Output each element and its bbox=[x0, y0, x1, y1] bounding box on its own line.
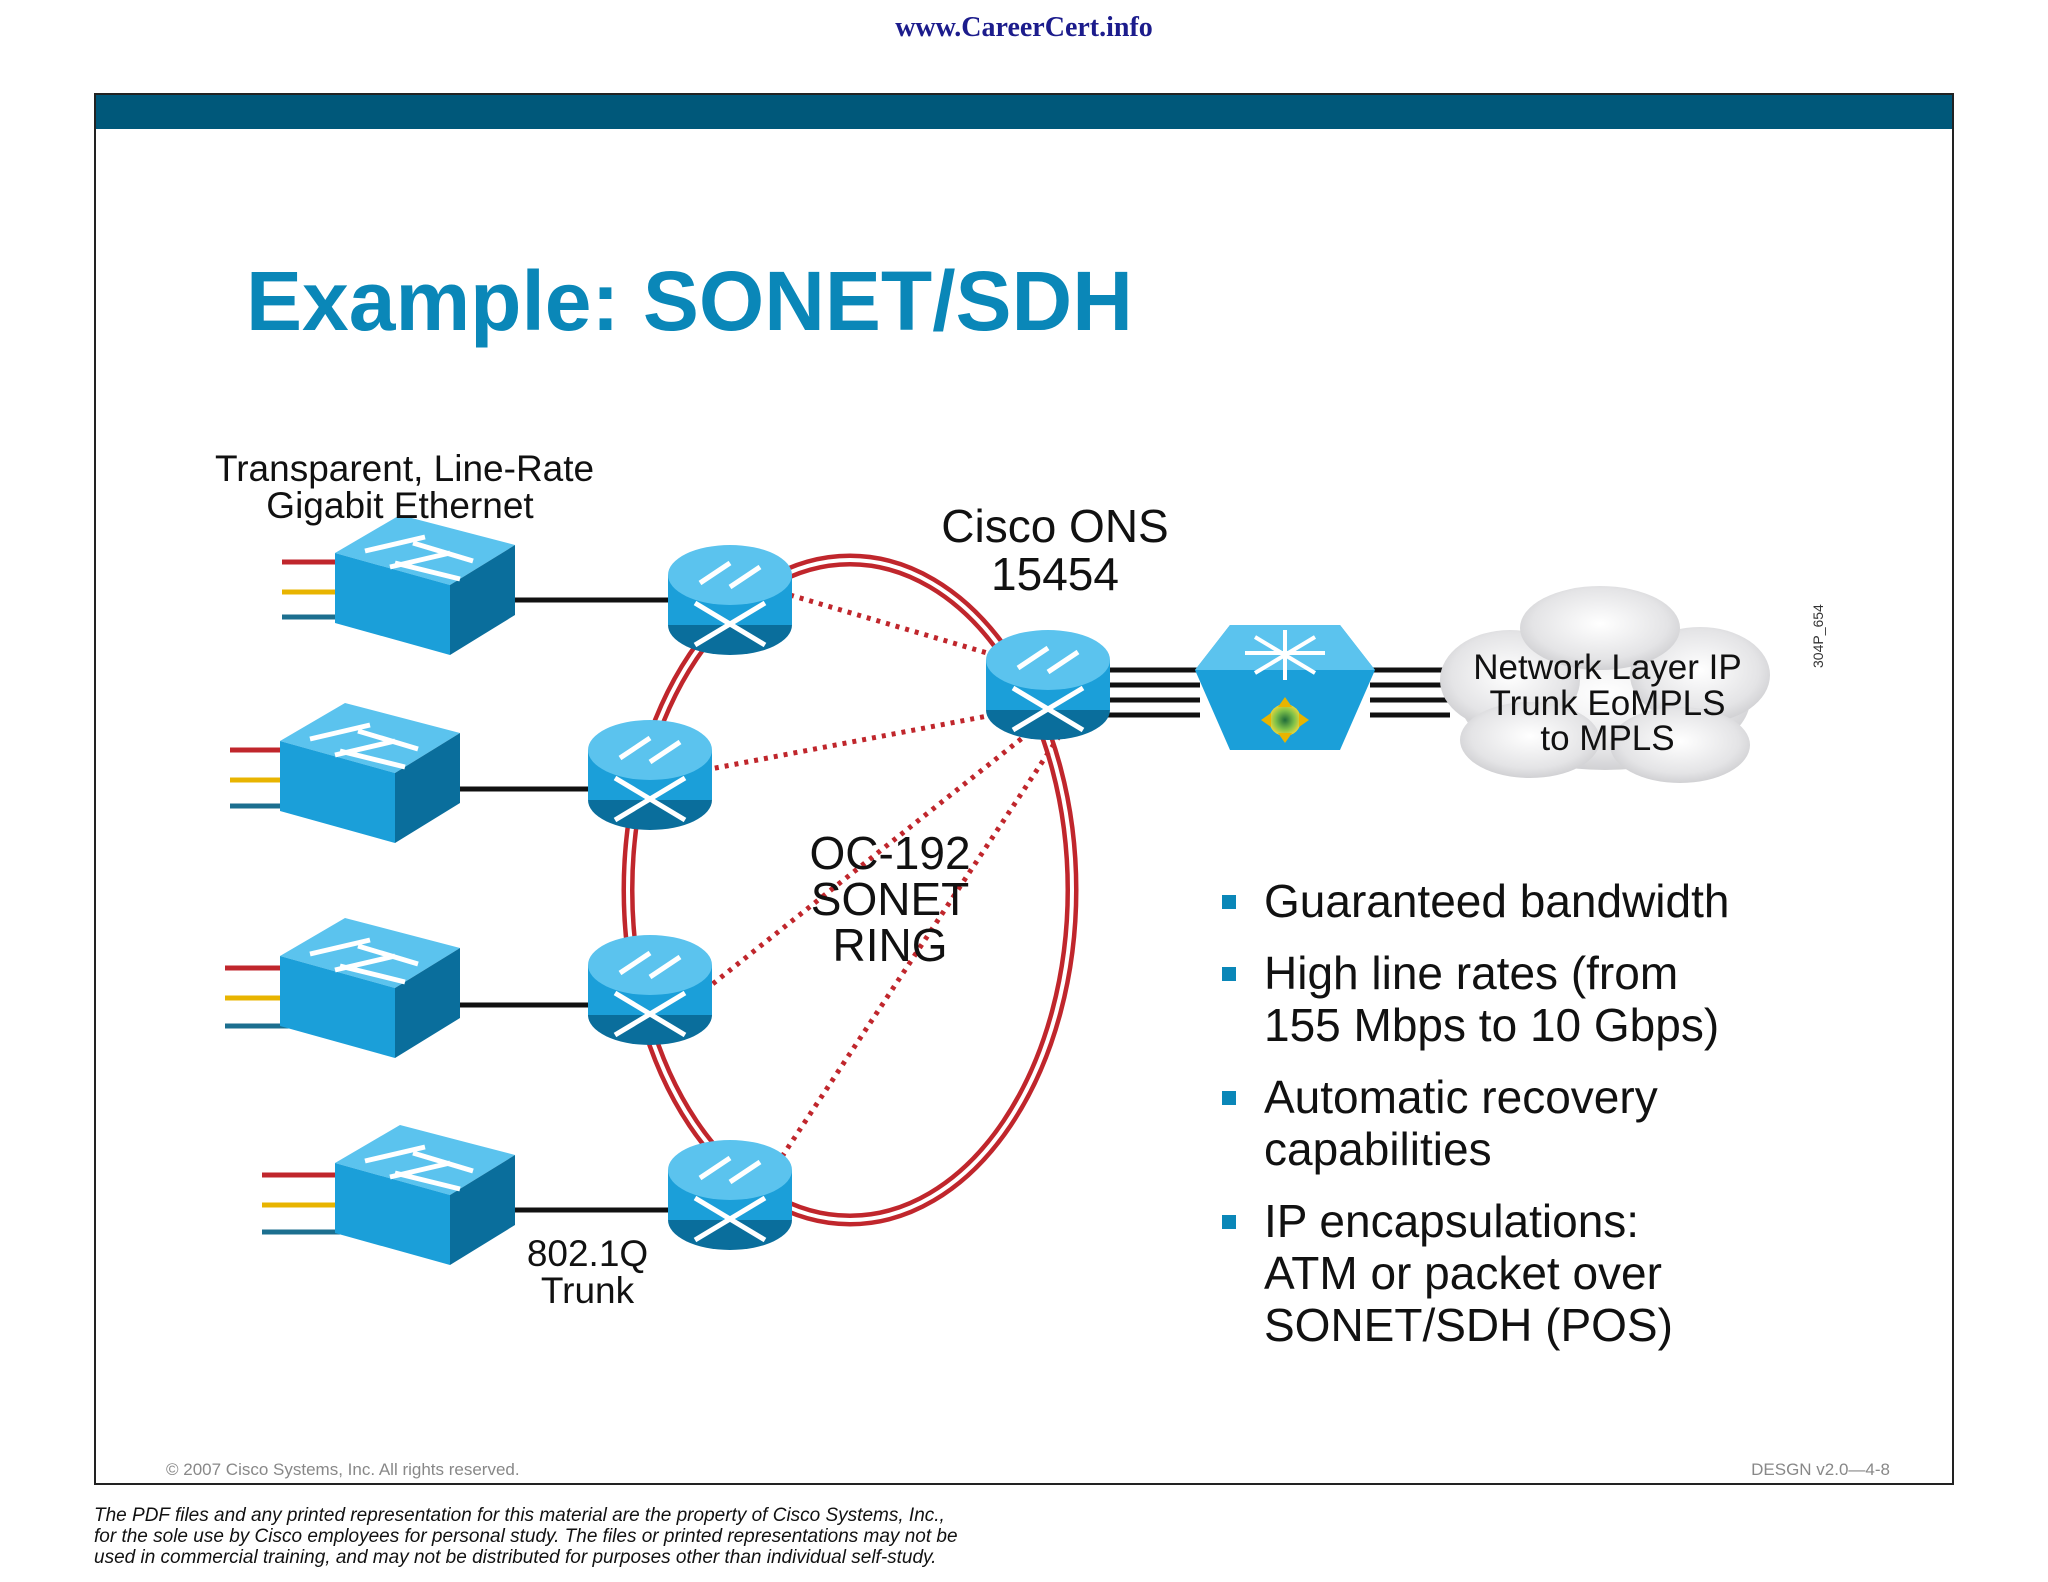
atm-mpls-switch-icon bbox=[1195, 625, 1375, 750]
cloud-label-line1: Network Layer IP bbox=[1473, 648, 1742, 687]
sonet-ring bbox=[621, 553, 1079, 1227]
copyright-footer: © 2007 Cisco Systems, Inc. All rights re… bbox=[166, 1460, 520, 1479]
disclaimer-line3: used in commercial training, and may not… bbox=[94, 1547, 937, 1568]
bullet-line: Guaranteed bandwidth bbox=[1264, 875, 1730, 927]
ring-label-line3: RING bbox=[832, 919, 948, 971]
bullet-item: High line rates (from 155 Mbps to 10 Gbp… bbox=[1220, 947, 1780, 1051]
bullet-item: Guaranteed bandwidth bbox=[1220, 875, 1780, 927]
tail-group-3 bbox=[225, 965, 290, 1029]
bullet-square-icon bbox=[1222, 1091, 1236, 1105]
workgroup-switch-icon bbox=[335, 515, 515, 655]
course-code-footer: DESGN v2.0—4-8 bbox=[1751, 1460, 1890, 1479]
workgroup-switch-icon bbox=[335, 1125, 515, 1265]
figure-code: 304P_654 bbox=[1810, 604, 1826, 668]
bullet-line: Automatic recovery bbox=[1264, 1071, 1658, 1123]
ons-label: Cisco ONS 15454 bbox=[915, 502, 1195, 599]
router-icon bbox=[588, 935, 712, 1045]
ons-router-icon bbox=[986, 630, 1110, 740]
bullet-square-icon bbox=[1222, 895, 1236, 909]
router-icon bbox=[668, 545, 792, 655]
bullet-line: ATM or packet over bbox=[1264, 1247, 1662, 1299]
bullet-item: IP encapsulations: ATM or packet over SO… bbox=[1220, 1195, 1780, 1351]
trunk-label-line1: 802.1Q bbox=[526, 1233, 649, 1274]
bullet-line: SONET/SDH (POS) bbox=[1264, 1299, 1673, 1351]
ethernet-tails bbox=[225, 559, 345, 1235]
bullet-item: Automatic recovery capabilities bbox=[1220, 1071, 1780, 1175]
bullet-line: 155 Mbps to 10 Gbps) bbox=[1264, 999, 1720, 1051]
ethernet-label-line2: Gigabit Ethernet bbox=[266, 485, 534, 526]
cloud-label-line3: to MPLS bbox=[1540, 719, 1675, 759]
bullet-list: Guaranteed bandwidth High line rates (fr… bbox=[1220, 875, 1780, 1371]
trunk-label: 802.1Q Trunk bbox=[500, 1235, 675, 1309]
ons-uplinks bbox=[1105, 667, 1450, 718]
switch-router-links bbox=[450, 597, 680, 1213]
ethernet-label-line1: Transparent, Line-Rate bbox=[215, 448, 595, 489]
bullet-line: capabilities bbox=[1264, 1123, 1492, 1175]
slide-header-bar bbox=[96, 95, 1952, 129]
ring-label-line2: SONET bbox=[810, 873, 970, 925]
cloud-icon bbox=[1440, 586, 1770, 783]
trunk-label-line2: Trunk bbox=[540, 1270, 635, 1311]
bullet-line: High line rates (from bbox=[1264, 947, 1679, 999]
bullet-square-icon bbox=[1222, 1215, 1236, 1229]
bullet-line: IP encapsulations: bbox=[1264, 1195, 1640, 1247]
workgroup-switch-icon bbox=[280, 918, 460, 1058]
workgroup-switch-icon bbox=[280, 703, 460, 843]
ons-label-line1: Cisco ONS bbox=[941, 500, 1169, 552]
router-icon bbox=[588, 720, 712, 830]
ring-label-line1: OC-192 bbox=[809, 827, 971, 879]
bullet-square-icon bbox=[1222, 967, 1236, 981]
cloud-label-line2: Trunk EoMPLS bbox=[1489, 683, 1726, 723]
router-icon bbox=[668, 1140, 792, 1250]
tail-group-4 bbox=[262, 1172, 340, 1235]
ethernet-label: Transparent, Line-Rate Gigabit Ethernet bbox=[215, 448, 595, 526]
ons-label-line2: 15454 bbox=[991, 548, 1119, 601]
disclaimer-line2: for the sole use by Cisco employees for … bbox=[94, 1526, 958, 1547]
site-url[interactable]: www.CareerCert.info bbox=[895, 12, 1153, 43]
ring-label: OC-192 SONET RING bbox=[780, 830, 1000, 968]
disclaimer-line1: The PDF files and any printed representa… bbox=[94, 1505, 945, 1526]
disclaimer: The PDF files and any printed representa… bbox=[94, 1505, 1194, 1568]
slide-title: Example: SONET/SDH bbox=[246, 254, 1133, 348]
cloud-label: Network Layer IP Trunk EoMPLS to MPLS bbox=[1455, 650, 1760, 757]
tail-group-1 bbox=[282, 559, 345, 620]
